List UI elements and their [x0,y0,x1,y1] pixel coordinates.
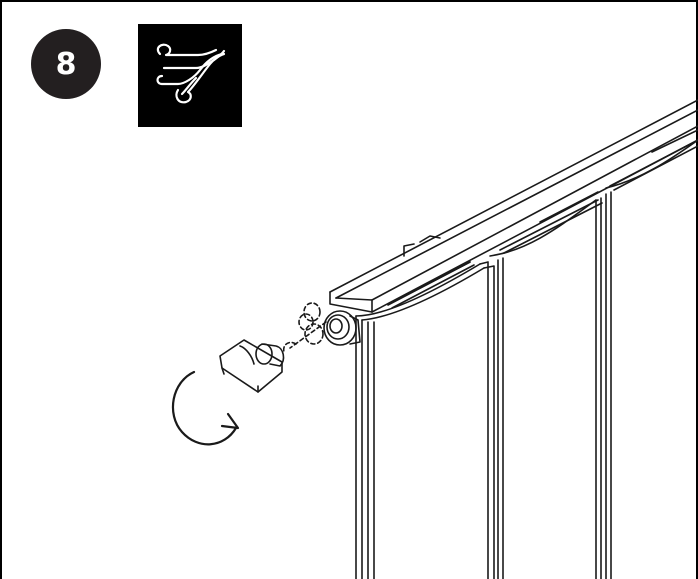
rail-grooves [387,129,698,309]
air-vent-icon-tile [138,24,242,127]
rotate-arrow-icon [172,370,240,446]
exploded-valve-parts [282,302,327,353]
radiator-panels [355,139,698,579]
step-number-badge: 8 [31,29,101,99]
bleed-key [219,339,285,393]
air-vent-icon [156,43,226,104]
radiator-top-rail [329,99,698,313]
step-number: 8 [55,46,77,82]
bleed-valve [323,310,361,346]
